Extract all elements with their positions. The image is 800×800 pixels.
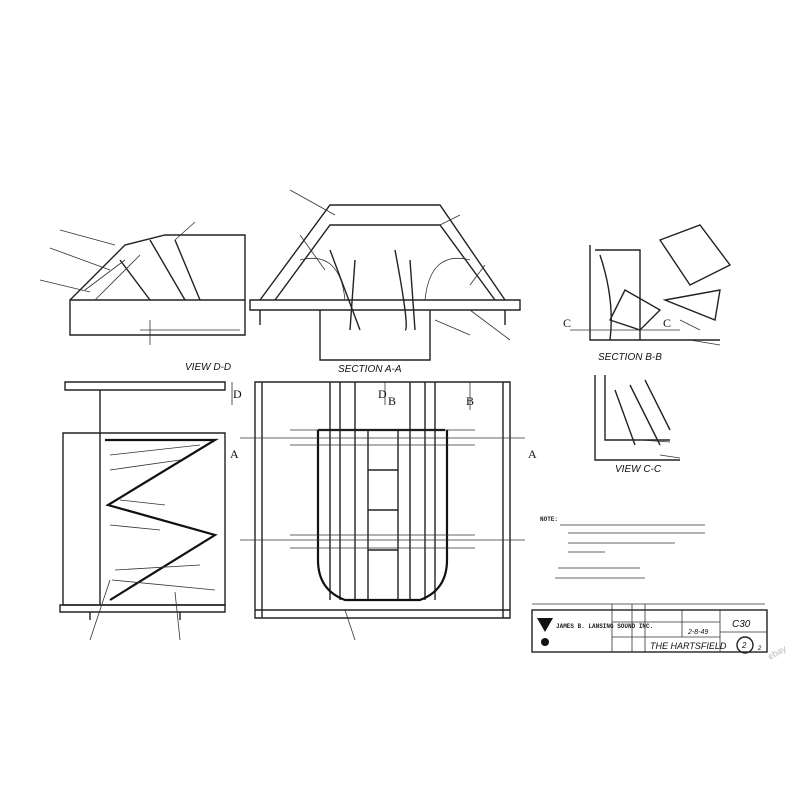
notes-lines [555, 524, 705, 579]
title-block [531, 603, 768, 653]
marker-c-right: C [663, 316, 671, 330]
sheet-of: 2 [757, 646, 762, 652]
sheet-circle [736, 636, 754, 654]
front-elevation-drawing [231, 381, 525, 641]
marker-a-left: A [230, 447, 239, 461]
section-aa-top-drawing [249, 189, 521, 361]
notes-heading: NOTE: [540, 516, 558, 523]
marker-b-right: B [466, 394, 474, 408]
section-aa-label: SECTION A-A [338, 364, 402, 375]
sheet-number: 2 [741, 641, 747, 650]
left-elevation-drawing [59, 381, 226, 641]
model-number: C30 [732, 619, 751, 630]
marker-d-mid: D [378, 387, 387, 401]
view-cc-drawing [594, 375, 681, 461]
drawing-date: 2-8-49 [687, 629, 708, 636]
marker-c-left: C [563, 316, 571, 330]
watermark: ebay [766, 643, 788, 662]
view-dd-label: VIEW D-D [185, 362, 231, 373]
section-bb-label: SECTION B-B [598, 352, 662, 363]
marker-a-right: A [528, 447, 537, 461]
drawing-title: THE HARTSFIELD [650, 641, 727, 651]
company-name: JAMES B. LANSING SOUND INC. [556, 623, 653, 630]
view-dd-drawing [39, 221, 246, 345]
section-bb-drawing [570, 224, 732, 346]
view-cc-label: VIEW C-C [615, 464, 662, 475]
marker-d-left: D [233, 387, 242, 401]
marker-b-mid: B [388, 394, 396, 408]
